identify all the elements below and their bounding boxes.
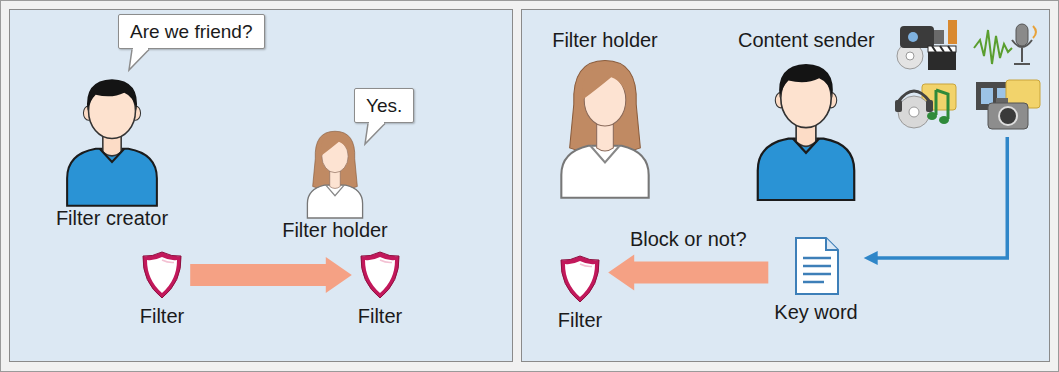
figure-label: Filter holder bbox=[552, 28, 658, 52]
icon-label: Key word bbox=[774, 300, 857, 324]
label-wrap: Filter bbox=[358, 304, 402, 328]
document-symbol bbox=[788, 236, 844, 296]
shield-symbol bbox=[141, 250, 183, 300]
document-icon: Key word bbox=[774, 236, 857, 324]
woman-illustration bbox=[553, 52, 657, 198]
label-wrap: Filter bbox=[558, 308, 602, 332]
shield-symbol bbox=[559, 254, 601, 304]
bubble-text: Are we friend? bbox=[130, 20, 253, 43]
shield-symbol bbox=[359, 250, 401, 300]
figure-label: Filter creator bbox=[56, 206, 168, 230]
filter-shield: Filter bbox=[358, 250, 402, 328]
bubble-tail bbox=[365, 122, 391, 146]
speech-bubble: Yes. bbox=[354, 88, 414, 123]
label-wrap: Key word bbox=[774, 300, 857, 324]
figure-label: Content sender bbox=[738, 28, 875, 52]
man-illustration bbox=[751, 52, 861, 200]
left-panel bbox=[10, 10, 513, 362]
icon-label: Filter bbox=[358, 304, 402, 328]
person-figure: Filter holder bbox=[282, 126, 388, 242]
sender-column: Content sender bbox=[738, 28, 875, 200]
person-figure: Filter holder bbox=[552, 28, 658, 198]
filter-shield: Filter bbox=[140, 250, 184, 328]
figure-label: Filter holder bbox=[282, 218, 388, 242]
man-illustration bbox=[61, 68, 163, 206]
label-wrap: Filter bbox=[140, 304, 184, 328]
block-arrow bbox=[608, 255, 768, 291]
icon-label: Filter bbox=[140, 304, 184, 328]
filter-shield: Filter bbox=[558, 254, 602, 332]
woman-illustration bbox=[297, 126, 373, 218]
person-figure: Filter creator bbox=[56, 68, 168, 230]
bubble-text: Yes. bbox=[366, 94, 402, 117]
connector-line bbox=[876, 137, 1008, 258]
right-panel bbox=[522, 10, 1050, 362]
edge-label: Block or not? bbox=[627, 227, 750, 251]
media-icons bbox=[892, 18, 1042, 133]
block-arrow bbox=[190, 257, 352, 293]
bubble-tail bbox=[129, 48, 155, 72]
flow-connector bbox=[864, 137, 1008, 265]
content-sender: Content sender bbox=[738, 28, 1042, 200]
icon-label: Filter bbox=[558, 308, 602, 332]
speech-bubble: Are we friend? bbox=[118, 14, 265, 49]
arrow-head bbox=[864, 251, 878, 265]
